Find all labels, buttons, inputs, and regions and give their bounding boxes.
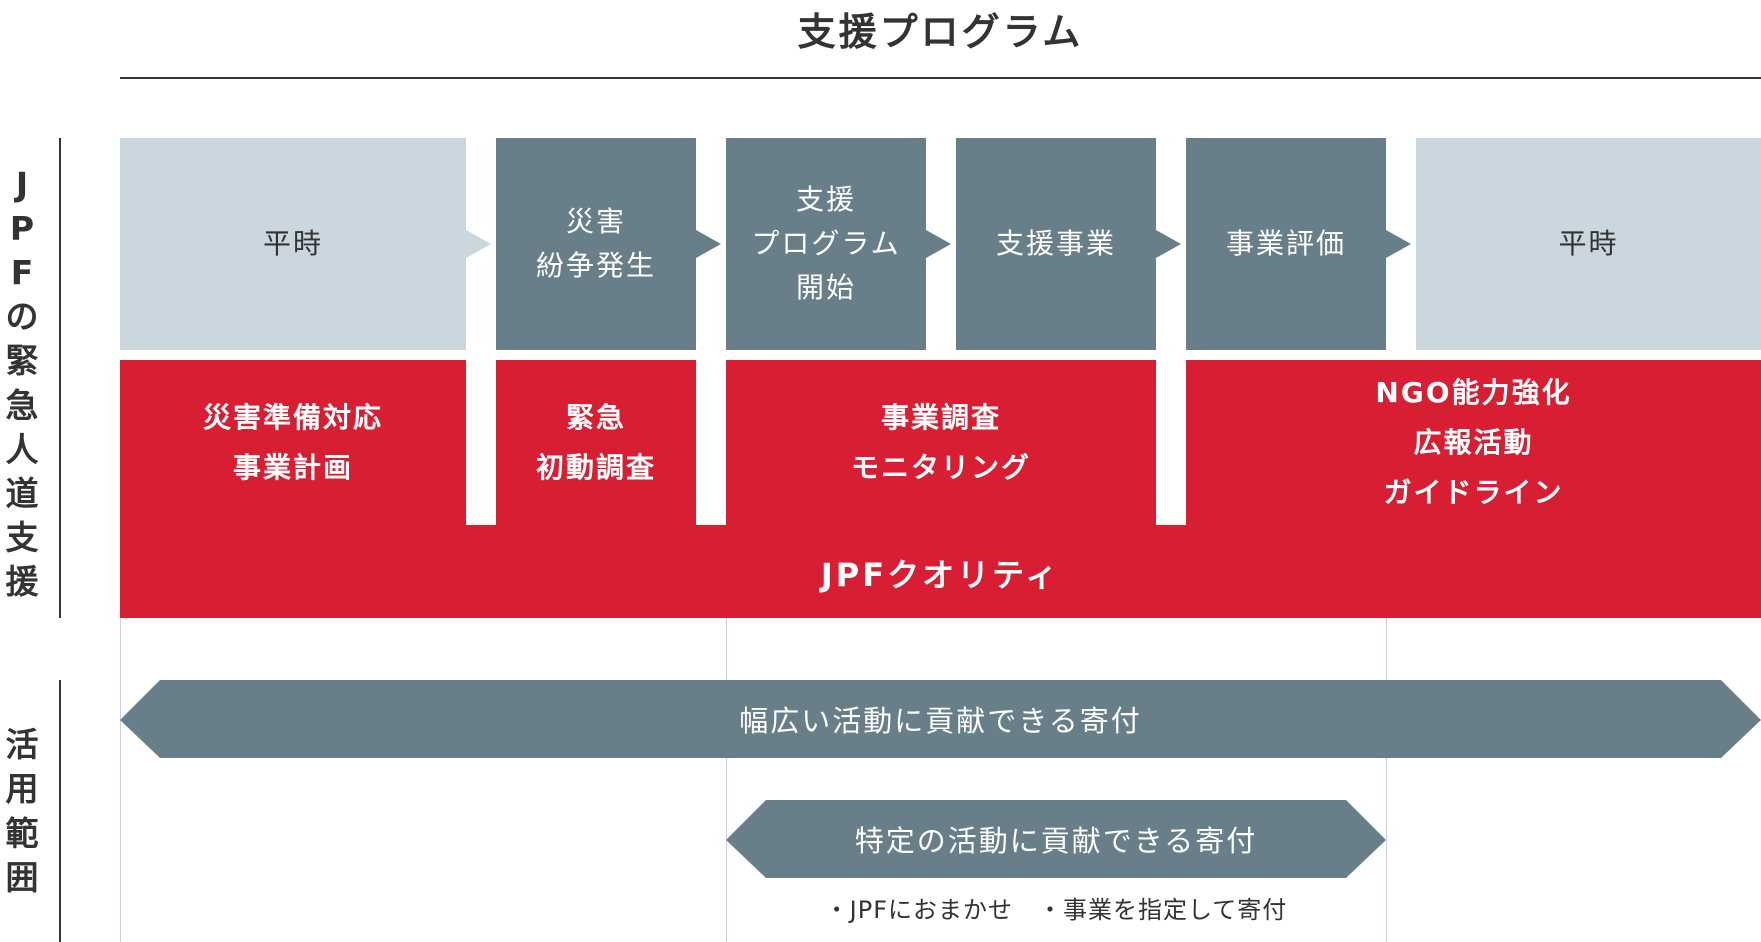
side-label-char: 援 <box>5 561 39 601</box>
phase-label: 支援 プログラム 開始 <box>751 183 901 304</box>
side-label-char: 囲 <box>5 857 39 897</box>
activity-label: 緊急 初動調査 <box>535 401 656 484</box>
side-label-char: の <box>5 297 39 337</box>
phase-arrow-icon <box>466 230 491 258</box>
phase-label: 事業評価 <box>1225 227 1346 260</box>
specific-donation-label: 特定の活動に貢献できる寄付 <box>854 824 1258 858</box>
side-label-jpf-line <box>59 138 61 618</box>
activity-ngo-capacity: NGO能力強化 広報活動 ガイドライン <box>1186 360 1761 526</box>
side-label-char: 支 <box>5 517 39 557</box>
phase-support-project: 支援事業 <box>956 138 1156 350</box>
phase-arrow-icon <box>926 230 951 258</box>
diagram-title: 支援プログラム <box>797 10 1084 54</box>
phase-label: 平時 <box>1558 227 1619 260</box>
quality-base-band <box>120 525 1761 618</box>
phase-normal-before: 平時 <box>120 138 466 350</box>
side-label-scope: 活用範囲 <box>2 728 42 894</box>
guide-line-program-start <box>726 618 727 942</box>
phase-arrow-icon <box>696 230 721 258</box>
phase-label: 災害 紛争発生 <box>535 205 656 282</box>
guide-line-start <box>120 618 121 942</box>
phase-label: 平時 <box>262 227 323 260</box>
broad-donation-arrow-shape <box>120 680 1761 758</box>
side-label-char: 活 <box>5 725 39 764</box>
side-label-char: P <box>9 209 35 249</box>
side-label-char: 道 <box>5 473 39 513</box>
side-label-char: 緊 <box>5 341 39 381</box>
donation-options-note: ・JPFにおまかせ ・事業を指定して寄付 <box>824 896 1288 924</box>
phase-label: 支援事業 <box>995 227 1116 260</box>
quality-label: JPFクオリティ <box>820 556 1061 594</box>
activity-disaster-preparedness: 災害準備対応 事業計画 <box>120 360 466 526</box>
side-label-scope-line <box>59 680 61 942</box>
side-label-char: 用 <box>5 769 39 809</box>
side-label-char: F <box>10 253 34 293</box>
activity-label: 事業調査 モニタリング <box>850 401 1031 484</box>
phase-normal-after: 平時 <box>1416 138 1761 350</box>
activity-label: 災害準備対応 事業計画 <box>202 401 383 484</box>
phase-project-evaluation: 事業評価 <box>1186 138 1386 350</box>
specific-donation-arrow-shape <box>726 800 1386 878</box>
phase-arrow-icon <box>1386 230 1411 258</box>
phase-arrow-icon <box>1156 230 1181 258</box>
phase-disaster-occurs: 災害 紛争発生 <box>496 138 696 350</box>
broad-donation-label: 幅広い活動に貢献できる寄付 <box>739 704 1142 738</box>
activity-survey-monitoring: 事業調査 モニタリング <box>726 360 1156 526</box>
guide-line-evaluation <box>1386 618 1387 942</box>
activity-label: NGO能力強化 広報活動 ガイドライン <box>1375 376 1572 509</box>
phase-program-start: 支援 プログラム 開始 <box>726 138 926 350</box>
side-label-char: 急 <box>5 385 39 425</box>
side-label-char: 範 <box>5 813 39 853</box>
title-underline <box>120 77 1761 79</box>
side-label-char: 人 <box>5 429 39 469</box>
side-label-char: J <box>15 165 29 204</box>
activity-emergency-assessment: 緊急 初動調査 <box>496 360 696 526</box>
